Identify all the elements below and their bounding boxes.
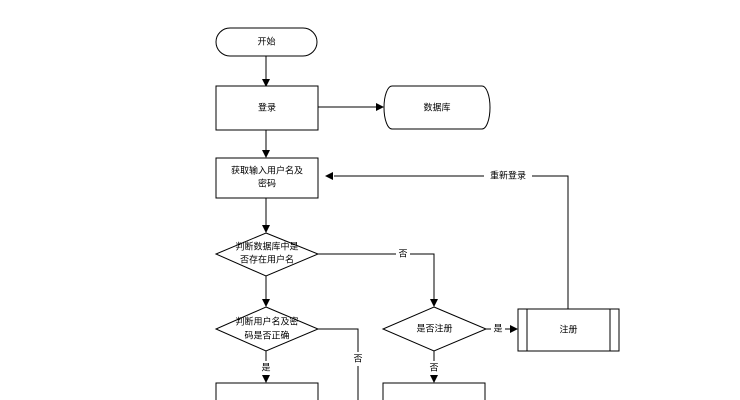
arrowhead-icon xyxy=(262,299,270,307)
start-terminator xyxy=(215,27,318,57)
arrowhead-icon xyxy=(510,325,518,333)
edge-checkpassword-no xyxy=(318,328,359,400)
get-credentials-process xyxy=(215,157,319,199)
pwd-no-label-bg xyxy=(351,352,365,366)
node-check-password: 判断用户名及密 码是否正确 xyxy=(214,306,320,352)
get-credentials-label-line2: 密码 xyxy=(258,178,276,190)
register-predefined-process xyxy=(517,308,620,352)
check-user-label-line1: 判断数据库中是 xyxy=(235,241,298,253)
edge-label-relogin: 重新登录 xyxy=(490,170,526,182)
node-database: 数据库 xyxy=(383,85,491,130)
register-label: 注册 xyxy=(559,324,577,336)
reg-no-label-bg xyxy=(427,361,441,375)
edge-label-pwd-no: 否 xyxy=(353,354,362,365)
arrowhead-icon xyxy=(262,375,270,383)
check-password-label-line2: 码是否正确 xyxy=(244,330,289,342)
check-password-decision xyxy=(214,306,320,352)
arrowhead-icon xyxy=(376,103,384,111)
reg-yes-label-bg xyxy=(491,322,505,336)
edge-label-user-no: 否 xyxy=(398,249,407,260)
edge-labels: 重新登录 否 是 否 是 否 xyxy=(259,169,532,375)
arrowhead-icon xyxy=(262,225,270,233)
get-credentials-label-line1: 获取输入用户名及 xyxy=(231,165,303,177)
login-success-process-partial xyxy=(215,382,319,400)
register-question-label: 是否注册 xyxy=(416,323,452,335)
database-storage-shape xyxy=(383,85,491,130)
database-label: 数据库 xyxy=(423,102,450,114)
node-register-question: 是否注册 xyxy=(381,306,488,352)
start-label: 开始 xyxy=(257,36,275,48)
arrowhead-icon xyxy=(430,375,438,383)
node-register: 注册 xyxy=(517,308,620,352)
arrowhead-icon xyxy=(262,79,270,87)
arrowhead-icon xyxy=(430,299,438,307)
edge-checkuser-registerq xyxy=(318,253,435,300)
check-user-label-line2: 否存在用户名 xyxy=(240,254,294,266)
arrowhead-icon xyxy=(262,150,270,158)
node-start: 开始 xyxy=(215,27,318,57)
check-password-label-line1: 判断用户名及密 xyxy=(235,316,298,328)
edge-label-reg-yes: 是 xyxy=(493,324,502,335)
node-get-credentials: 获取输入用户名及 密码 xyxy=(215,157,319,199)
register-question-decision xyxy=(381,306,488,352)
pwd-yes-label-bg xyxy=(259,361,273,375)
user-no-label-bg xyxy=(396,247,410,261)
node-check-user: 判断数据库中是 否存在用户名 xyxy=(214,232,320,277)
edge-register-relogin xyxy=(334,175,569,309)
login-label: 登录 xyxy=(258,103,276,114)
check-user-decision xyxy=(214,232,320,277)
login-process xyxy=(215,85,319,131)
edge-label-reg-no: 否 xyxy=(429,363,438,374)
no-register-process-partial xyxy=(382,382,486,400)
edge-label-pwd-yes: 是 xyxy=(261,363,270,374)
node-login: 登录 xyxy=(215,85,319,131)
arrowhead-icon xyxy=(325,172,333,180)
relogin-label-bg xyxy=(484,169,532,183)
